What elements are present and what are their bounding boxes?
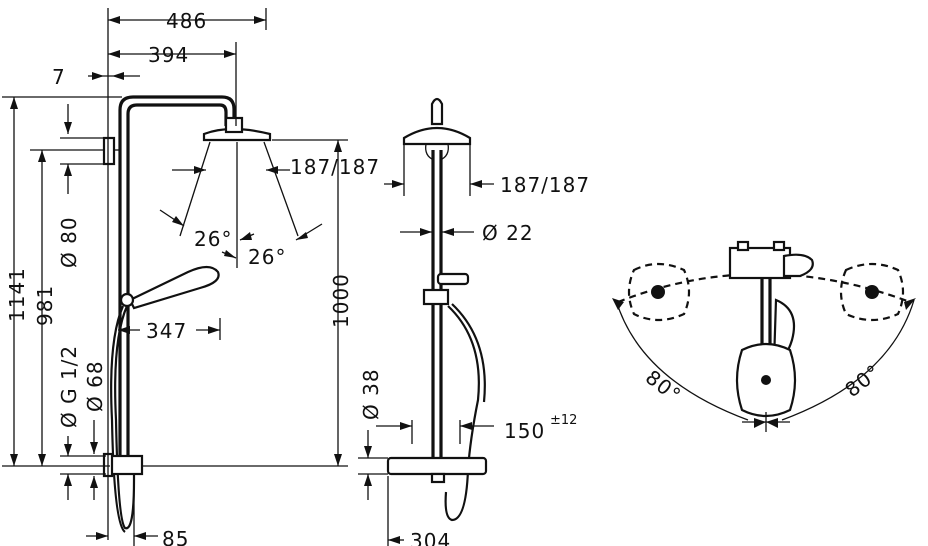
dim-304: 304 bbox=[410, 529, 451, 546]
dim-thread-g12: Ø G 1/2 bbox=[57, 345, 81, 428]
dim-187-front: 187/187 bbox=[290, 155, 380, 179]
side-top-cap bbox=[430, 97, 444, 126]
overhead-shower-head bbox=[202, 127, 272, 142]
side-thermostat-bar bbox=[386, 456, 488, 476]
dim-diameter-68: Ø 68 bbox=[83, 360, 107, 412]
right-position-dashed bbox=[839, 262, 905, 322]
dim-1141: 1141 bbox=[5, 267, 29, 322]
slider-holder bbox=[119, 292, 135, 308]
wall-bracket bbox=[102, 136, 116, 166]
side-slider bbox=[422, 288, 450, 306]
dim-981: 981 bbox=[33, 285, 57, 326]
side-shower-head bbox=[402, 127, 472, 146]
dim-angle-left: 26° bbox=[194, 227, 232, 251]
dim-1000: 1000 bbox=[329, 273, 353, 328]
dim-angle-right: 26° bbox=[248, 245, 286, 269]
dim-diameter-38: Ø 38 bbox=[359, 368, 383, 420]
left-position-dashed bbox=[627, 262, 691, 322]
side-hand-shower bbox=[436, 272, 470, 286]
dim-tolerance: ±12 bbox=[550, 413, 577, 428]
riser-pipe bbox=[118, 95, 236, 470]
dim-187-side: 187/187 bbox=[500, 173, 590, 197]
hand-shower bbox=[128, 265, 220, 310]
front-view bbox=[2, 8, 348, 546]
top-mixer-head bbox=[728, 246, 792, 280]
dim-diameter-80: Ø 80 bbox=[57, 216, 81, 268]
dim-150: 150 bbox=[504, 419, 545, 443]
dim-rotation-left: 80° bbox=[641, 365, 686, 408]
dim-486: 486 bbox=[166, 9, 207, 33]
dim-347: 347 bbox=[146, 319, 187, 343]
dim-394: 394 bbox=[148, 43, 189, 67]
dim-rotation-right: 80° bbox=[840, 359, 885, 402]
rotation-arc bbox=[615, 299, 749, 421]
shower-hose bbox=[114, 305, 136, 530]
top-view bbox=[612, 240, 916, 432]
dim-7: 7 bbox=[52, 65, 66, 89]
side-hose bbox=[444, 305, 480, 522]
dim-pipe-22: Ø 22 bbox=[482, 221, 534, 245]
side-view bbox=[358, 97, 494, 546]
dim-85: 85 bbox=[162, 527, 189, 546]
